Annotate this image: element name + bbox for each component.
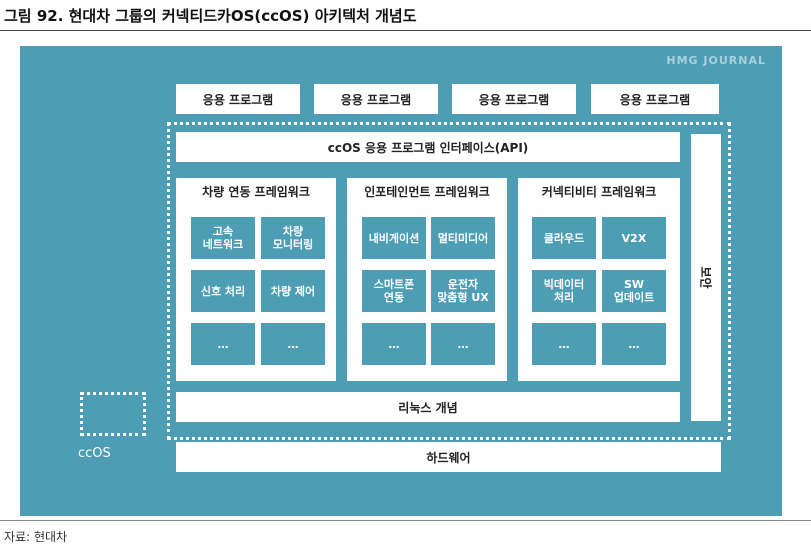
module-ellipsis: … (362, 323, 426, 365)
figure-title: 그림 92. 현대차 그룹의 커넥티드카OS(ccOS) 아키텍처 개념도 (4, 7, 417, 25)
application-program-box-4: 응용 프로그램 (591, 84, 719, 114)
module-signal-processing: 신호 처리 (191, 270, 255, 312)
module-sw-update: SW 업데이트 (602, 270, 666, 312)
vehicle-framework: 차량 연동 프레임워크 고속 네트워크 차량 모니터링 신호 처리 차량 제어 … (176, 178, 336, 381)
vehicle-framework-title: 차량 연동 프레임워크 (202, 185, 310, 199)
connectivity-framework: 커넥티비티 프레임워크 클라우드 V2X 빅데이터 처리 SW 업데이트 … … (518, 178, 680, 381)
module-ellipsis: … (191, 323, 255, 365)
module-cloud: 클라우드 (532, 217, 596, 259)
module-ellipsis: … (532, 323, 596, 365)
watermark: HMG JOURNAL (666, 54, 766, 67)
module-multimedia: 멀티미디어 (431, 217, 495, 259)
module-ellipsis: … (431, 323, 495, 365)
module-vehicle-monitoring: 차량 모니터링 (261, 217, 325, 259)
hardware-layer: 하드웨어 (176, 442, 721, 472)
module-smartphone-link: 스마트폰 연동 (362, 270, 426, 312)
infotainment-framework: 인포테인먼트 프레임워크 내비게이션 멀티미디어 스마트폰 연동 운전자 맞춤형… (347, 178, 507, 381)
module-ellipsis: … (602, 323, 666, 365)
linux-layer: 리눅스 개념 (176, 392, 680, 422)
title-divider (0, 30, 811, 31)
security-layer: 보안 (691, 134, 721, 421)
architecture-panel: HMG JOURNAL 응용 프로그램 응용 프로그램 응용 프로그램 응용 프… (20, 46, 782, 516)
module-driver-ux: 운전자 맞춤형 UX (431, 270, 495, 312)
connectivity-framework-title: 커넥티비티 프레임워크 (541, 185, 657, 199)
module-navigation: 내비게이션 (362, 217, 426, 259)
ccos-boundary (167, 122, 731, 440)
module-high-speed-network: 고속 네트워크 (191, 217, 255, 259)
module-vehicle-control: 차량 제어 (261, 270, 325, 312)
application-program-box-1: 응용 프로그램 (176, 84, 300, 114)
api-layer: ccOS 응용 프로그램 인터페이스(API) (176, 132, 680, 162)
module-v2x: V2X (602, 217, 666, 259)
infotainment-framework-title: 인포테인먼트 프레임워크 (364, 185, 490, 199)
ccos-legend-swatch (80, 392, 146, 436)
application-program-box-2: 응용 프로그램 (314, 84, 438, 114)
security-label: 보안 (698, 266, 713, 289)
module-ellipsis: … (261, 323, 325, 365)
ccos-legend-label: ccOS (78, 446, 111, 461)
source-note: 자료: 현대차 (4, 530, 68, 544)
application-program-box-3: 응용 프로그램 (452, 84, 576, 114)
module-big-data: 빅데이터 처리 (532, 270, 596, 312)
source-divider (0, 520, 811, 521)
